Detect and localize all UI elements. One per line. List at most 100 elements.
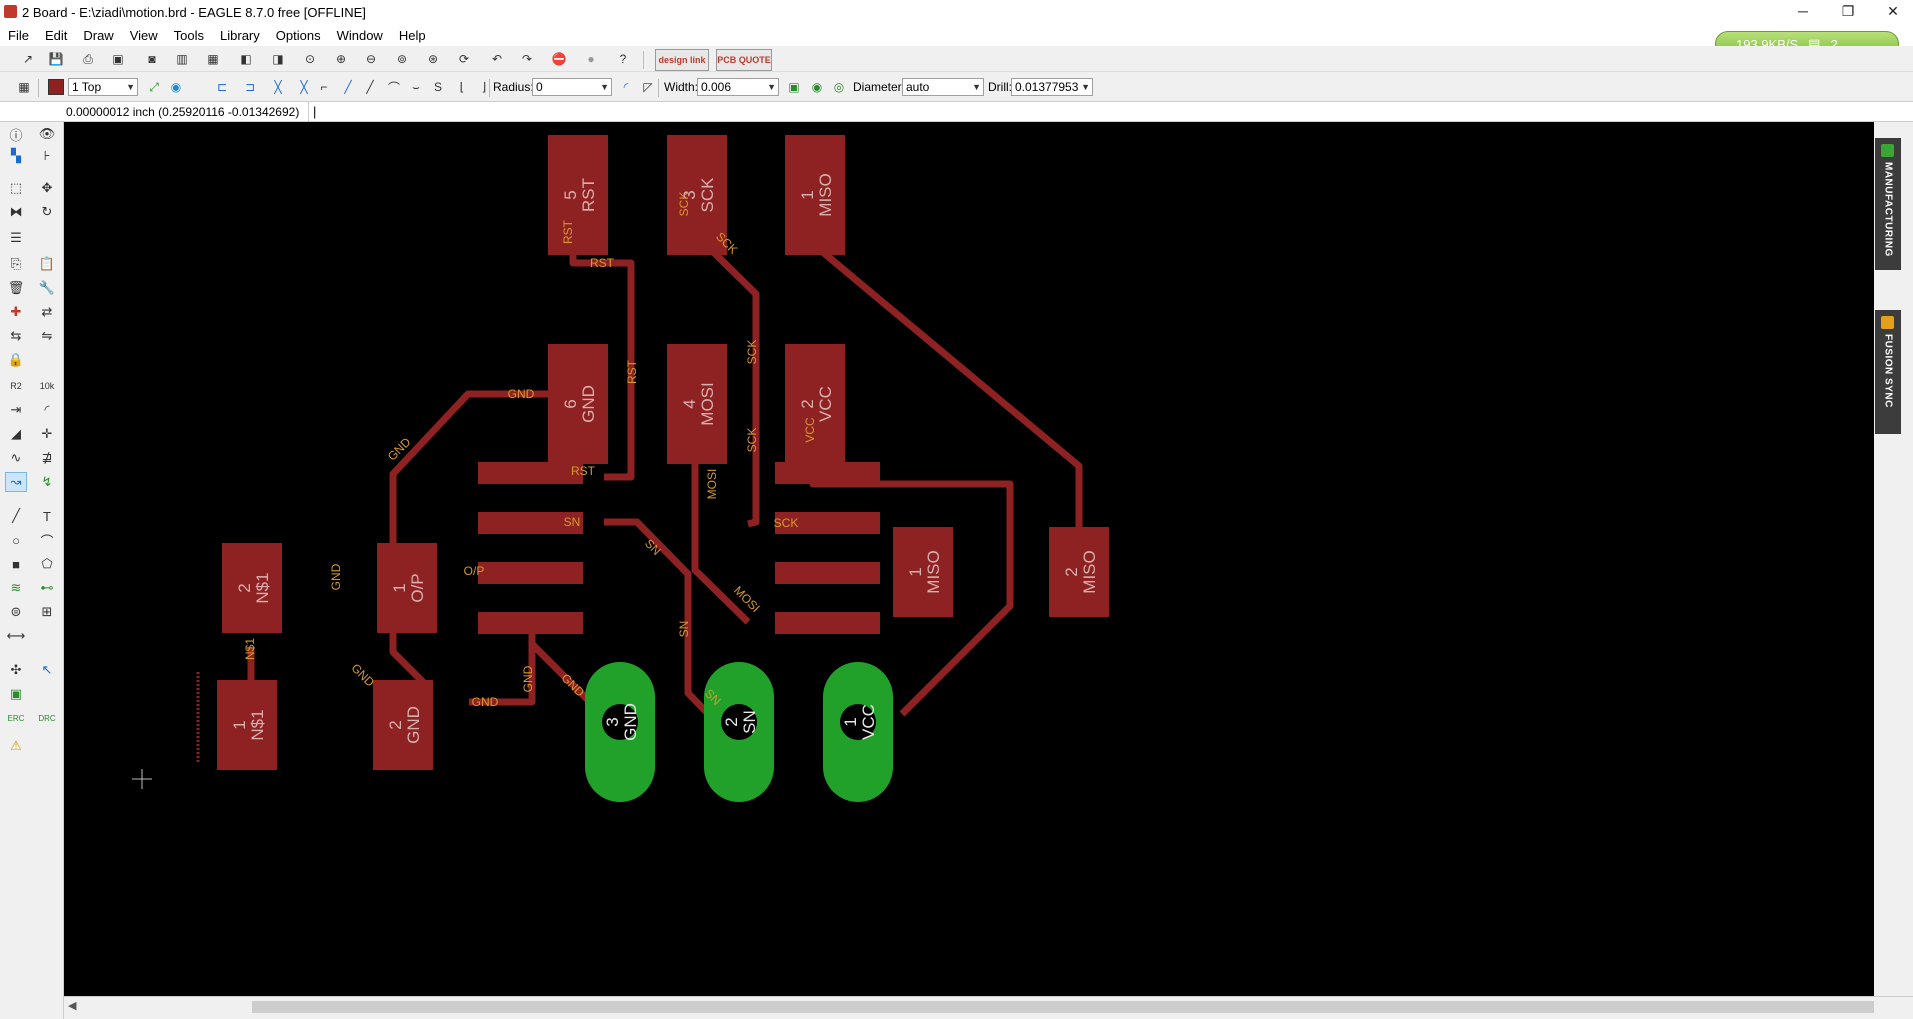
- rotate-icon[interactable]: ↻: [41, 204, 53, 219]
- bend-miter-icon[interactable]: ⌊: [459, 80, 465, 94]
- menu-draw[interactable]: Draw: [83, 27, 114, 43]
- copy-icon[interactable]: ⎘: [10, 256, 22, 271]
- miter-tool-icon[interactable]: ◜: [44, 402, 50, 417]
- join-icon[interactable]: ✛: [41, 426, 53, 441]
- fusion-sync-tab[interactable]: FUSION SYNC: [1875, 310, 1901, 434]
- swap-icon[interactable]: ⇆: [10, 328, 22, 343]
- script-icon[interactable]: ◧: [240, 52, 252, 66]
- show-icon[interactable]: 👁: [38, 126, 56, 141]
- zoom-in-icon[interactable]: ⊕: [335, 52, 347, 66]
- attribute-icon[interactable]: ⊞: [41, 604, 53, 619]
- erc-board-icon[interactable]: ▣: [9, 686, 23, 701]
- radius-select[interactable]: 0▼: [532, 78, 612, 96]
- meander-icon[interactable]: ∿: [10, 450, 22, 465]
- via-round-icon[interactable]: ◉: [811, 80, 823, 94]
- bend-45-icon[interactable]: ╱: [344, 80, 352, 94]
- display-icon[interactable]: ▚: [11, 148, 21, 163]
- menu-tools[interactable]: Tools: [173, 27, 205, 43]
- text-icon[interactable]: T: [43, 508, 51, 524]
- help-icon[interactable]: ?: [619, 52, 627, 66]
- print-icon[interactable]: ⎙: [83, 51, 93, 66]
- rect-icon[interactable]: ■: [12, 556, 20, 572]
- miter-round-icon[interactable]: ◜: [623, 80, 629, 94]
- zoom-fit-icon[interactable]: ⊙: [304, 52, 316, 66]
- menu-options[interactable]: Options: [275, 27, 321, 43]
- via-icon[interactable]: ◉: [170, 80, 182, 94]
- menu-help[interactable]: Help: [398, 27, 426, 43]
- wire-style-2-icon[interactable]: ⊐: [244, 80, 256, 94]
- mirror-icon[interactable]: ⧓: [9, 204, 23, 219]
- ripup-icon[interactable]: ⋣: [41, 450, 53, 465]
- autoroute-icon[interactable]: ↯: [41, 474, 53, 489]
- route-icon[interactable]: ⤢: [149, 79, 159, 94]
- menu-window[interactable]: Window: [336, 27, 383, 43]
- close-button[interactable]: ✕: [1887, 3, 1899, 19]
- via-square-icon[interactable]: ▣: [788, 80, 800, 94]
- lock-icon[interactable]: 🔒: [7, 352, 25, 367]
- zoom-redraw-icon[interactable]: ⊚: [396, 52, 408, 66]
- smash-icon[interactable]: R2: [10, 381, 22, 391]
- via-tool-icon[interactable]: ≋: [10, 580, 22, 595]
- scroll-thumb[interactable]: [252, 1001, 1874, 1013]
- hole-icon[interactable]: ⊜: [10, 604, 22, 619]
- wire-style-4-icon[interactable]: ╳: [300, 80, 308, 94]
- board-icon[interactable]: ▥: [176, 52, 188, 66]
- miter-straight-icon[interactable]: ◸: [643, 80, 653, 94]
- ulp-icon[interactable]: ◨: [272, 52, 284, 66]
- optimize-icon[interactable]: ◢: [11, 426, 21, 441]
- menu-file[interactable]: File: [8, 27, 29, 43]
- scroll-left-icon[interactable]: ◀: [68, 1000, 77, 1012]
- diameter-select[interactable]: auto▼: [902, 78, 984, 96]
- dimension-icon[interactable]: ⟷: [6, 628, 26, 643]
- replace-icon[interactable]: ⇄: [41, 304, 53, 319]
- delete-icon[interactable]: 🗑: [7, 280, 25, 295]
- pcb-quote-button[interactable]: PCB QUOTE: [716, 49, 772, 71]
- wire-style-3-icon[interactable]: ╳: [274, 80, 282, 94]
- via-octagon-icon[interactable]: ◎: [833, 80, 845, 94]
- manufacturing-tab[interactable]: MANUFACTURING: [1875, 138, 1901, 270]
- zoom-select-icon[interactable]: ⊛: [427, 52, 439, 66]
- arc-icon[interactable]: ⌒: [40, 533, 54, 549]
- mark-icon[interactable]: ⊦: [43, 148, 51, 163]
- open-icon[interactable]: ↗: [22, 52, 34, 66]
- wire-style-1-icon[interactable]: ⊏: [216, 80, 228, 94]
- drill-select[interactable]: 0.01377953▼: [1011, 78, 1093, 96]
- undo-icon[interactable]: ↶: [491, 52, 503, 66]
- width-select[interactable]: 0.006▼: [697, 78, 779, 96]
- minimize-button[interactable]: ─: [1798, 3, 1808, 19]
- align-icon[interactable]: ☰: [10, 230, 22, 245]
- drc-icon[interactable]: DRC: [38, 713, 56, 723]
- circle-icon[interactable]: ○: [12, 532, 20, 548]
- bend-arc-icon[interactable]: ⌒: [387, 80, 400, 95]
- refresh-icon[interactable]: ⟳: [458, 52, 470, 66]
- menu-view[interactable]: View: [129, 27, 158, 43]
- zoom-out-icon[interactable]: ⊖: [365, 52, 377, 66]
- polygon-icon[interactable]: ⬠: [41, 556, 53, 571]
- stop-icon[interactable]: ⛔: [551, 52, 567, 66]
- horizontal-scrollbar[interactable]: ◀: [64, 996, 1913, 1016]
- add-icon[interactable]: ✚: [10, 304, 22, 319]
- cam-processor-icon[interactable]: ▣: [112, 52, 124, 66]
- bend-straight-icon[interactable]: ╱: [366, 80, 374, 94]
- restore-button[interactable]: ❐: [1841, 3, 1855, 19]
- go-icon[interactable]: ●: [587, 52, 595, 66]
- paste-icon[interactable]: 📋: [38, 256, 56, 271]
- save-icon[interactable]: 💾: [48, 52, 64, 66]
- errors-icon[interactable]: ⚠: [10, 738, 22, 753]
- bend-arc2-icon[interactable]: ⌣: [412, 79, 420, 94]
- menu-edit[interactable]: Edit: [44, 27, 68, 43]
- layer-select[interactable]: 1 Top▼: [68, 78, 138, 96]
- group-icon[interactable]: ⬚: [9, 180, 23, 195]
- menu-library[interactable]: Library: [220, 27, 260, 43]
- change-icon[interactable]: ⇋: [41, 328, 53, 343]
- signal-icon[interactable]: ⊷: [40, 580, 54, 595]
- ratsnest-icon[interactable]: ✣: [10, 662, 22, 677]
- bend-miter2-icon[interactable]: ⌋: [481, 80, 487, 94]
- redo-icon[interactable]: ↷: [521, 52, 533, 66]
- split-icon[interactable]: ⇥: [10, 402, 22, 417]
- grid-icon[interactable]: ▦: [18, 80, 30, 94]
- command-input[interactable]: |: [308, 102, 1908, 121]
- move-icon[interactable]: ✥: [41, 180, 53, 195]
- design-link-button[interactable]: design link: [655, 49, 709, 71]
